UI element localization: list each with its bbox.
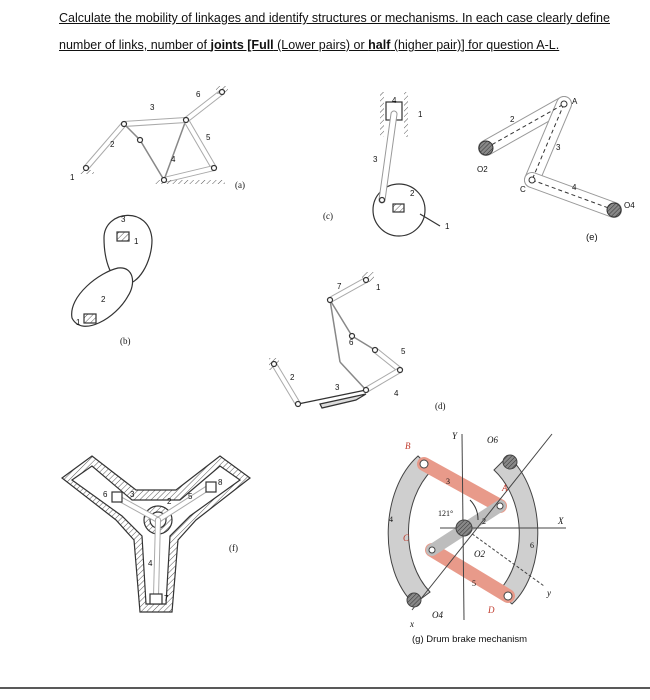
line2-text-joints: joints [Full (210, 38, 274, 52)
fig-c-label-1b: 1 (445, 222, 450, 231)
ground-icon (83, 313, 97, 324)
ground-icon (116, 231, 130, 242)
line2-text-e: (higher pair)] for question A-L. (390, 38, 560, 52)
fig-a-label-2: 2 (110, 140, 115, 149)
fig-a-label-4: 4 (171, 155, 176, 164)
fig-d-label-5: 5 (401, 347, 406, 356)
figure-b (71, 214, 153, 327)
fig-g-label-4: 4 (389, 515, 393, 524)
fig-d-label-7: 7 (337, 282, 342, 291)
figure-e (478, 96, 622, 218)
fig-e-label-C: C (520, 185, 526, 194)
figure-f (61, 455, 251, 613)
fig-g-label-angle: 121° (438, 509, 453, 518)
fig-b-label-3: 3 (121, 215, 126, 224)
figure-g (387, 433, 566, 621)
fig-b-caption: (b) (120, 336, 131, 346)
ground-icon (362, 272, 374, 282)
fig-a-label-1: 1 (70, 173, 75, 182)
fig-g-label-6: 6 (530, 541, 534, 550)
fig-g-label-O6: O6 (487, 435, 498, 445)
fig-e-label-A: A (572, 97, 578, 106)
fig-g-label-C: C (403, 533, 410, 543)
line2-text-half: half (368, 38, 391, 52)
ground-icon (155, 180, 225, 184)
fig-c-label-3: 3 (373, 155, 378, 164)
fig-c-label-1a: 1 (418, 110, 423, 119)
fig-f-label-2: 2 (167, 497, 172, 506)
fig-e-label-O2: O2 (477, 165, 488, 174)
fig-b-label-1b: 1 (76, 318, 81, 327)
fig-g-label-5: 5 (472, 579, 476, 588)
fig-g-caption: (g) Drum brake mechanism (412, 634, 527, 645)
instruction-line-1: Calculate the mobility of linkages and i… (59, 11, 610, 25)
fig-e-label-O4: O4 (624, 201, 635, 210)
line2-text-a: number of links, number of (59, 38, 211, 52)
fig-e-label-2: 2 (510, 115, 515, 124)
fig-f-label-3: 3 (130, 490, 135, 499)
fig-g-label-O4: O4 (432, 610, 443, 620)
fig-g-label-y: y (546, 588, 551, 598)
fig-g-label-2: 2 (482, 517, 486, 526)
fig-a-label-5: 5 (206, 133, 211, 142)
fig-f-label-5: 5 (188, 492, 193, 501)
fig-e-caption: (e) (586, 232, 598, 243)
fig-d-label-1: 1 (376, 283, 381, 292)
fig-b-label-1a: 1 (134, 237, 139, 246)
fig-f-label-8: 8 (218, 478, 223, 487)
fig-d-label-6: 6 (349, 338, 354, 347)
figure-d (269, 272, 404, 409)
fig-e-label-3: 3 (556, 143, 561, 152)
instruction-line-2: number of links, number of joints [Full … (59, 38, 559, 52)
ground-icon (392, 203, 405, 213)
figure-a (80, 86, 228, 184)
fig-d-label-2: 2 (290, 373, 295, 382)
fig-e-label-4: 4 (572, 183, 577, 192)
fig-g-label-3: 3 (446, 477, 450, 486)
fig-a-label-3: 3 (150, 103, 155, 112)
figure-c (372, 92, 441, 237)
line2-text-c: (Lower pairs) or (273, 38, 369, 52)
fig-d-label-3: 3 (335, 383, 340, 392)
fig-f-caption: (f) (229, 543, 238, 553)
fig-c-label-4: 4 (392, 96, 397, 105)
fig-g-label-O2: O2 (474, 549, 485, 559)
fig-g-label-B: B (405, 441, 411, 451)
fig-a-label-6: 6 (196, 90, 201, 99)
fig-d-caption: (d) (435, 401, 446, 411)
fig-f-label-4: 4 (148, 559, 153, 568)
fig-g-label-X: X (557, 516, 564, 526)
fig-f-label-6: 6 (103, 490, 108, 499)
fig-d-label-4: 4 (394, 389, 399, 398)
fig-b-label-2: 2 (101, 295, 106, 304)
fig-f-label-7: 7 (164, 594, 169, 603)
fig-g-label-Y: Y (452, 431, 458, 441)
fig-g-label-A: A (501, 483, 508, 493)
fig-g-label-x: x (409, 619, 414, 629)
fig-c-caption: (c) (323, 211, 333, 221)
ground-icon (80, 170, 94, 174)
fig-a-caption: (a) (235, 180, 245, 190)
fig-g-label-D: D (487, 605, 495, 615)
fig-c-label-2: 2 (410, 189, 415, 198)
